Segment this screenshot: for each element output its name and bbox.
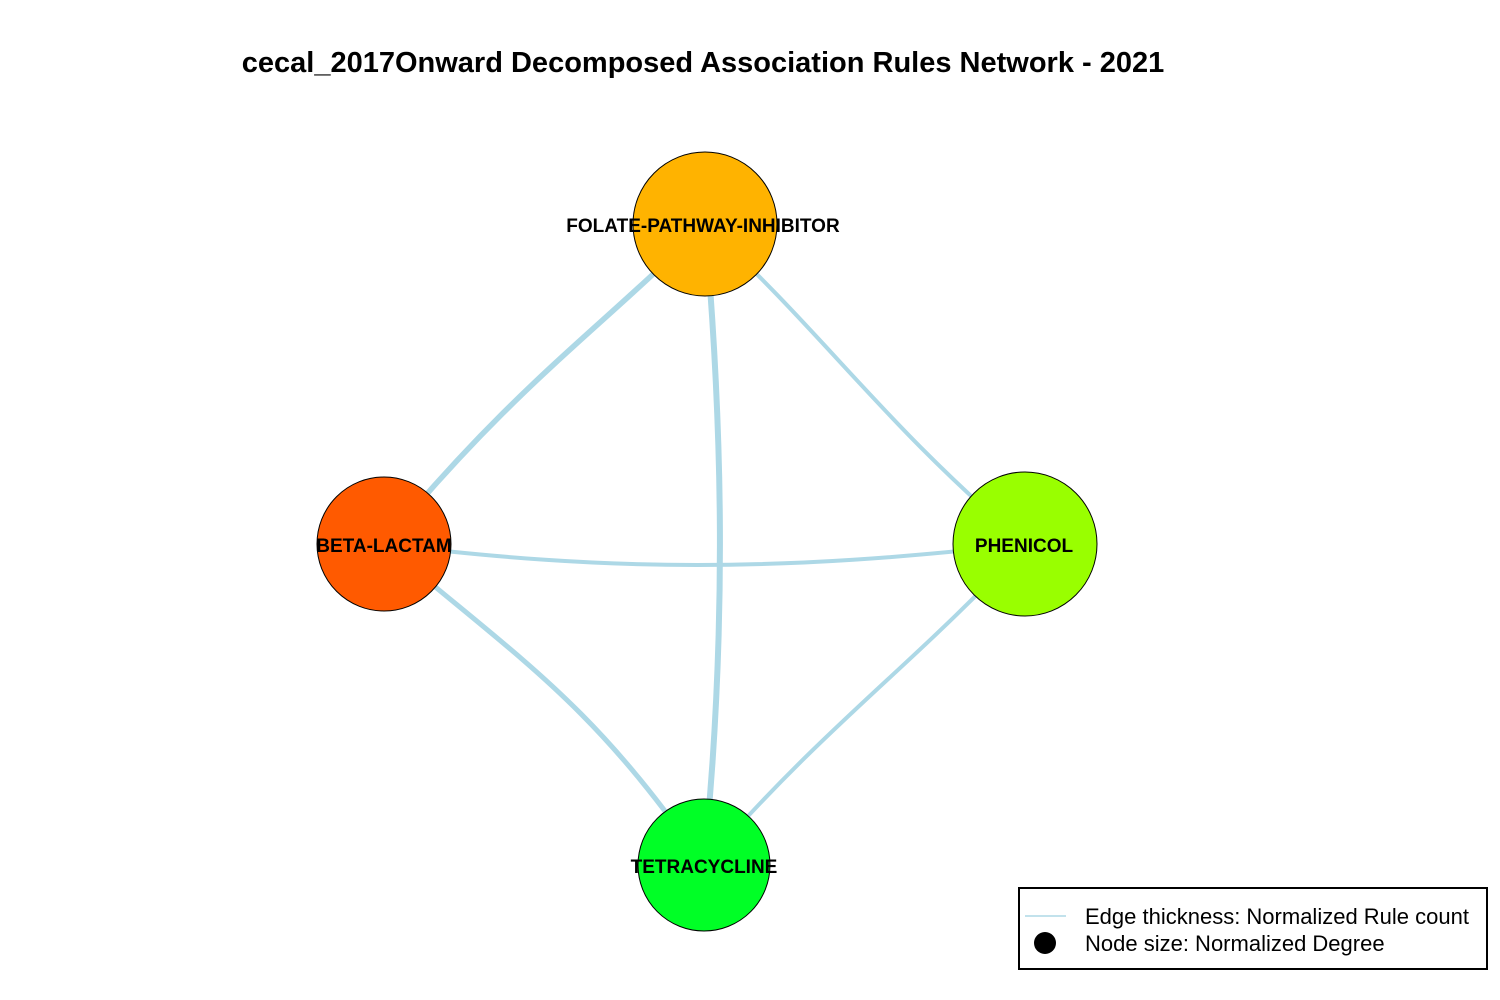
node-label: PHENICOL (975, 536, 1074, 557)
legend: Edge thickness: Normalized Rule count No… (1018, 887, 1488, 970)
node-phenicol: PHENICOL (952, 471, 1098, 617)
nodes-layer: FOLATE-PATHWAY-INHIBITOR BETA-LACTAM PHE… (316, 151, 1098, 932)
node-circle (316, 476, 452, 612)
node-circle (637, 798, 771, 932)
legend-node-swatch (1034, 932, 1056, 954)
node-folate: FOLATE-PATHWAY-INHIBITOR (566, 151, 840, 297)
edge-folate-tetra (701, 221, 723, 868)
node-circle (952, 471, 1098, 617)
node-label: FOLATE-PATHWAY-INHIBITOR (566, 216, 840, 237)
node-beta-lactam: BETA-LACTAM (316, 476, 452, 612)
node-tetracycline: TETRACYCLINE (631, 798, 778, 932)
legend-box (1018, 887, 1488, 970)
edge-beta-tetra (381, 541, 707, 868)
node-circle (632, 151, 778, 297)
node-label: BETA-LACTAM (316, 536, 451, 557)
edges-layer (381, 221, 1027, 868)
node-label: TETRACYCLINE (631, 857, 778, 878)
edge-beta-phenicol (382, 542, 1027, 567)
chart-title: cecal_2017Onward Decomposed Association … (242, 47, 1164, 79)
legend-edge-label: Edge thickness: Normalized Rule count (1085, 904, 1469, 929)
legend-node-label: Node size: Normalized Degree (1085, 931, 1385, 956)
